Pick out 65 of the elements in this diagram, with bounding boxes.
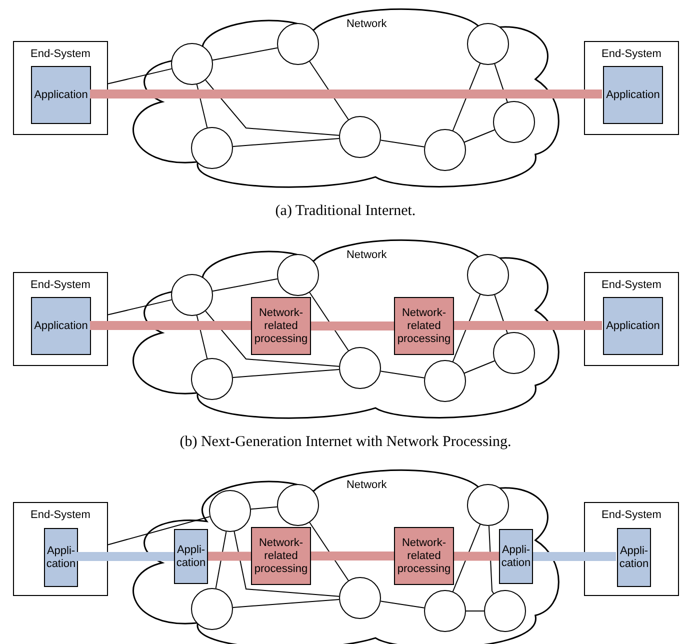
end-system-box bbox=[584, 502, 679, 596]
end-system-box bbox=[13, 272, 108, 366]
box-title: End-System bbox=[600, 48, 662, 60]
box-title: End-System bbox=[30, 509, 92, 521]
box-title: End-System bbox=[600, 509, 662, 521]
data-path bbox=[311, 552, 394, 560]
link-line bbox=[380, 140, 425, 148]
link-line bbox=[309, 60, 349, 120]
link-line bbox=[464, 129, 496, 143]
link-line bbox=[108, 516, 210, 546]
cloud-label: Network bbox=[346, 249, 387, 261]
link-line bbox=[488, 525, 494, 594]
application-box: Appli-cation bbox=[499, 529, 533, 584]
end-system-box bbox=[13, 502, 108, 596]
link-line bbox=[234, 531, 340, 597]
processing-box: Network-related processing bbox=[394, 297, 454, 355]
processing-box: Network-related processing bbox=[251, 297, 311, 355]
application-box: Appli-cation bbox=[44, 528, 78, 587]
link-line bbox=[212, 278, 278, 292]
link-line bbox=[108, 68, 172, 84]
link-line bbox=[452, 62, 481, 132]
link-line bbox=[309, 292, 349, 352]
cloud-label: Network bbox=[346, 18, 387, 30]
cloud-label: Network bbox=[346, 479, 387, 491]
box-title: End-System bbox=[600, 279, 662, 291]
link-line bbox=[232, 599, 340, 608]
data-path bbox=[90, 321, 251, 330]
link-line bbox=[205, 310, 340, 367]
link-line bbox=[380, 600, 425, 608]
link-line bbox=[212, 47, 278, 61]
link-line bbox=[494, 294, 508, 334]
link-line bbox=[232, 138, 340, 147]
link-line bbox=[108, 299, 172, 316]
data-path bbox=[90, 90, 602, 98]
box-title: End-System bbox=[30, 279, 92, 291]
link-line bbox=[250, 506, 278, 510]
application-box: Application bbox=[603, 66, 663, 124]
data-path bbox=[533, 552, 616, 561]
data-path bbox=[311, 322, 394, 330]
link-line bbox=[215, 531, 227, 589]
link-line bbox=[452, 524, 481, 592]
link-line bbox=[380, 370, 425, 378]
link-line bbox=[205, 80, 340, 136]
application-box: Application bbox=[603, 297, 663, 355]
data-path bbox=[208, 552, 251, 561]
application-box: Appli-cation bbox=[174, 529, 208, 584]
link-line bbox=[466, 610, 484, 612]
end-system-box bbox=[584, 41, 679, 135]
application-box: Appli-cation bbox=[617, 528, 651, 587]
processing-box: Network-related processing bbox=[251, 527, 311, 585]
link-line bbox=[309, 522, 349, 582]
link-line bbox=[464, 360, 496, 374]
end-system-box bbox=[13, 41, 108, 135]
application-box: Application bbox=[31, 297, 91, 355]
link-line bbox=[452, 294, 481, 362]
link-line bbox=[494, 63, 508, 103]
box-title: End-System bbox=[30, 48, 92, 60]
data-path bbox=[454, 321, 602, 330]
data-path bbox=[454, 552, 499, 561]
figure-caption: (a) Traditional Internet. bbox=[275, 203, 416, 219]
application-box: Application bbox=[31, 66, 91, 124]
end-system-box bbox=[584, 272, 679, 366]
link-line bbox=[232, 369, 340, 378]
processing-box: Network-related processing bbox=[394, 527, 454, 585]
figure-caption: (b) Next-Generation Internet with Network Processing. bbox=[180, 434, 512, 450]
